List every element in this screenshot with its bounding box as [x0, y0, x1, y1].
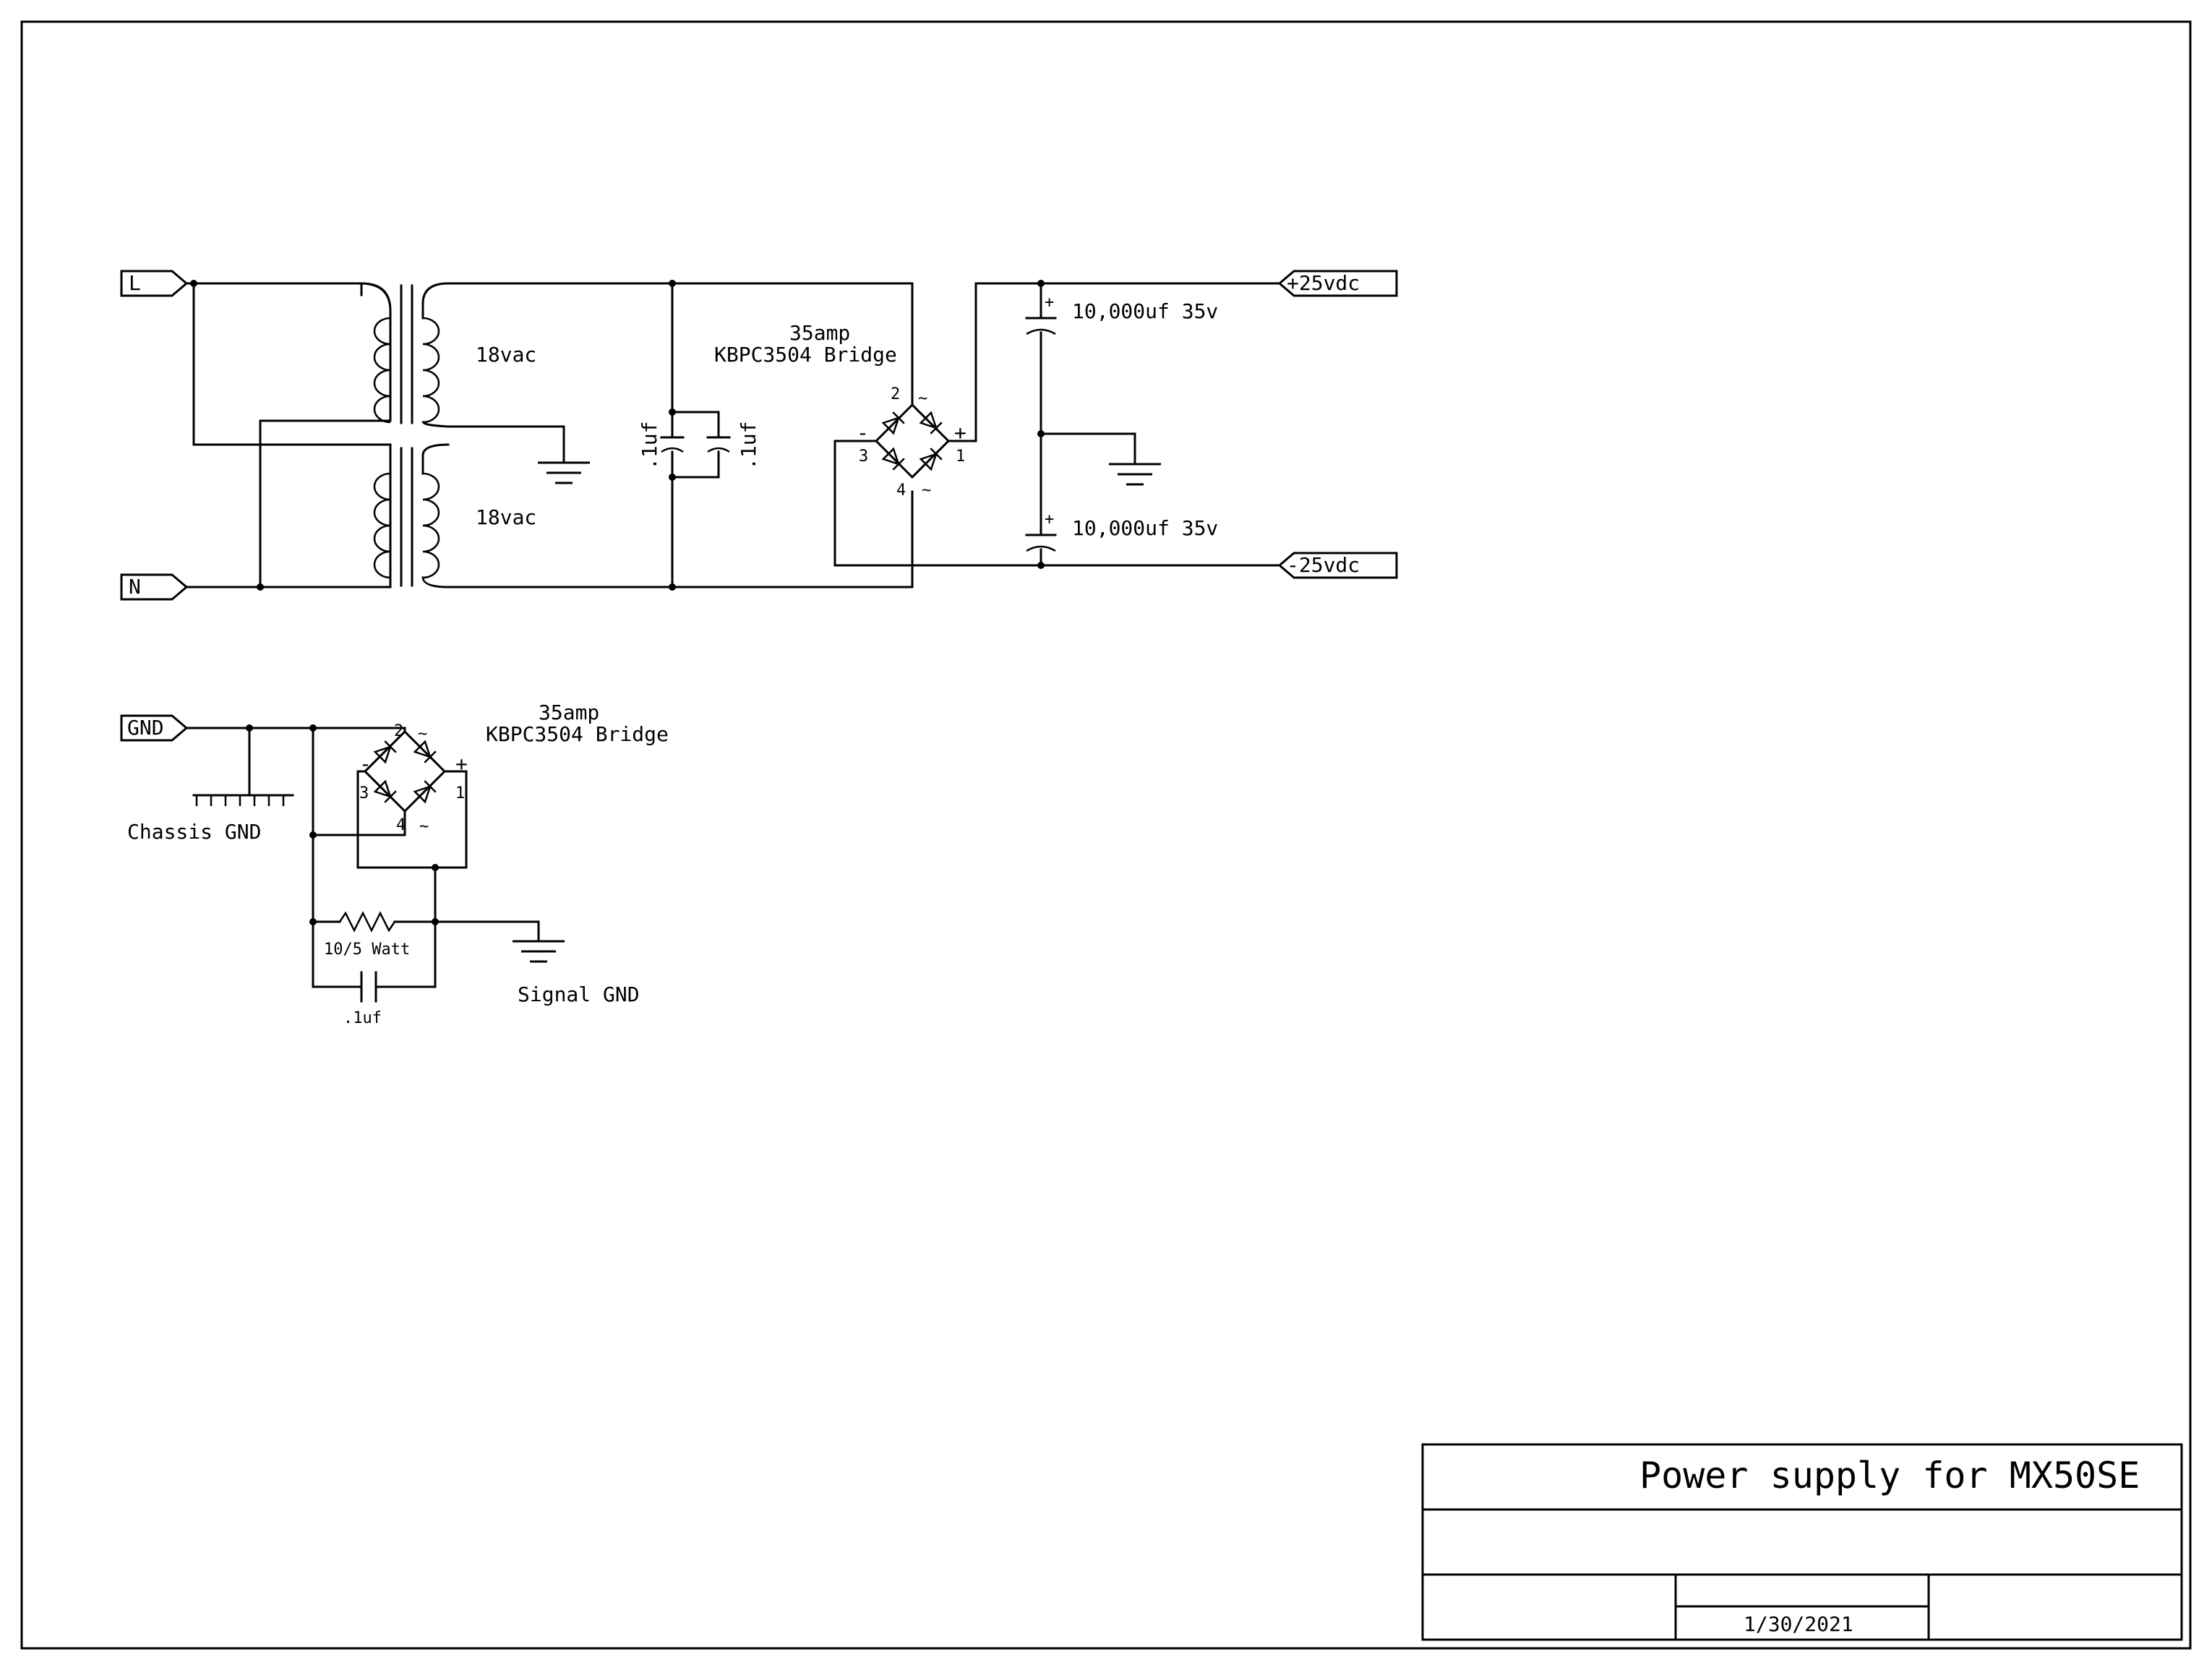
port-n-label: N	[129, 575, 141, 599]
bridge-ground-pin4: 4	[396, 816, 406, 834]
bridge-ground-ac-bottom: ~	[419, 818, 429, 836]
transformer-lower-secondary: 18vac	[422, 472, 536, 579]
output-cap-lower: + 10,000uf 35v	[1025, 510, 1218, 552]
bridge-ground-minus: -	[359, 752, 372, 776]
drawing-date: 1/30/2021	[1744, 1612, 1853, 1636]
bridge-main-minus: -	[857, 421, 869, 445]
bridge-main-pin2: 2	[891, 385, 900, 403]
transformer-upper-secondary: 18vac	[422, 317, 536, 424]
port-gnd-label: GND	[127, 716, 164, 740]
chassis-ground-icon	[192, 794, 294, 806]
upper-secondary-voltage: 18vac	[476, 343, 536, 367]
bridge-ground-pin3: 3	[359, 784, 369, 802]
port-n[interactable]: N	[120, 573, 189, 601]
bridge-rectifier-main: 35amp KBPC3504 Bridge 2 ~ - 3 + 1 4 ~	[714, 321, 966, 500]
center-tap-ground-icon	[536, 461, 591, 484]
transformer-upper-primary	[373, 317, 391, 424]
filter-cap-left: .1uf	[638, 421, 685, 470]
output-ground-icon	[1107, 463, 1162, 486]
port-pos-label: +25vdc	[1287, 271, 1360, 295]
bridge-ground-rating: 35amp	[539, 701, 599, 724]
output-cap-lower-plus: +	[1045, 510, 1054, 528]
port-neg-25vdc[interactable]: -25vdc	[1277, 552, 1398, 579]
port-neg-label: -25vdc	[1287, 553, 1360, 577]
drawing-title: Power supply for MX50SE	[1639, 1455, 2140, 1496]
filter-cap-left-label: .1uf	[638, 421, 661, 470]
port-l[interactable]: L	[120, 270, 189, 297]
bridge-main-pin3: 3	[859, 448, 868, 466]
ground-cap: .1uf	[343, 971, 382, 1027]
sheet-border	[20, 20, 2192, 1650]
bridge-ground-pin2: 2	[394, 722, 403, 740]
bridge-main-ac-top: ~	[918, 390, 927, 408]
output-cap-lower-label: 10,000uf 35v	[1072, 516, 1218, 540]
main-power-circuit: L N 18vac 18vac	[120, 270, 1398, 601]
port-gnd[interactable]: GND	[120, 714, 189, 742]
filter-cap-right: .1uf	[706, 421, 760, 470]
bridge-main-pin4: 4	[896, 481, 906, 500]
bridge-ground-ac-top: ~	[418, 725, 427, 743]
ground-cap-label: .1uf	[343, 1009, 382, 1027]
bridge-main-pin1: 1	[956, 448, 965, 466]
transformer-lower-primary	[373, 472, 391, 579]
ground-loop-circuit: GND Chassis GND 35amp KBPC3504 Bridge 2 …	[120, 701, 669, 1027]
bridge-ground-plus: +	[455, 752, 468, 776]
bridge-main-ac-bottom: ~	[922, 481, 931, 500]
port-pos-25vdc[interactable]: +25vdc	[1277, 270, 1398, 297]
output-cap-upper-label: 10,000uf 35v	[1072, 299, 1218, 323]
bridge-main-plus: +	[954, 421, 966, 445]
bridge-ground-part: KBPC3504 Bridge	[486, 722, 669, 746]
output-cap-upper: + 10,000uf 35v	[1025, 294, 1218, 335]
lower-secondary-voltage: 18vac	[476, 505, 536, 529]
port-l-label: L	[129, 271, 141, 295]
signal-gnd-label: Signal GND	[518, 982, 640, 1006]
title-block: Power supply for MX50SE 1/30/2021	[1421, 1443, 2183, 1641]
bridge-main-rating: 35amp	[789, 321, 850, 345]
filter-cap-right-label: .1uf	[737, 421, 760, 470]
chassis-gnd-label: Chassis GND	[127, 820, 261, 844]
ground-resistor-label: 10/5 Watt	[324, 941, 410, 959]
bridge-main-part: KBPC3504 Bridge	[714, 343, 897, 367]
bridge-ground-pin1: 1	[455, 784, 465, 802]
ground-resistor: 10/5 Watt	[324, 911, 410, 959]
output-cap-upper-plus: +	[1045, 294, 1054, 312]
signal-ground-icon	[511, 940, 566, 963]
